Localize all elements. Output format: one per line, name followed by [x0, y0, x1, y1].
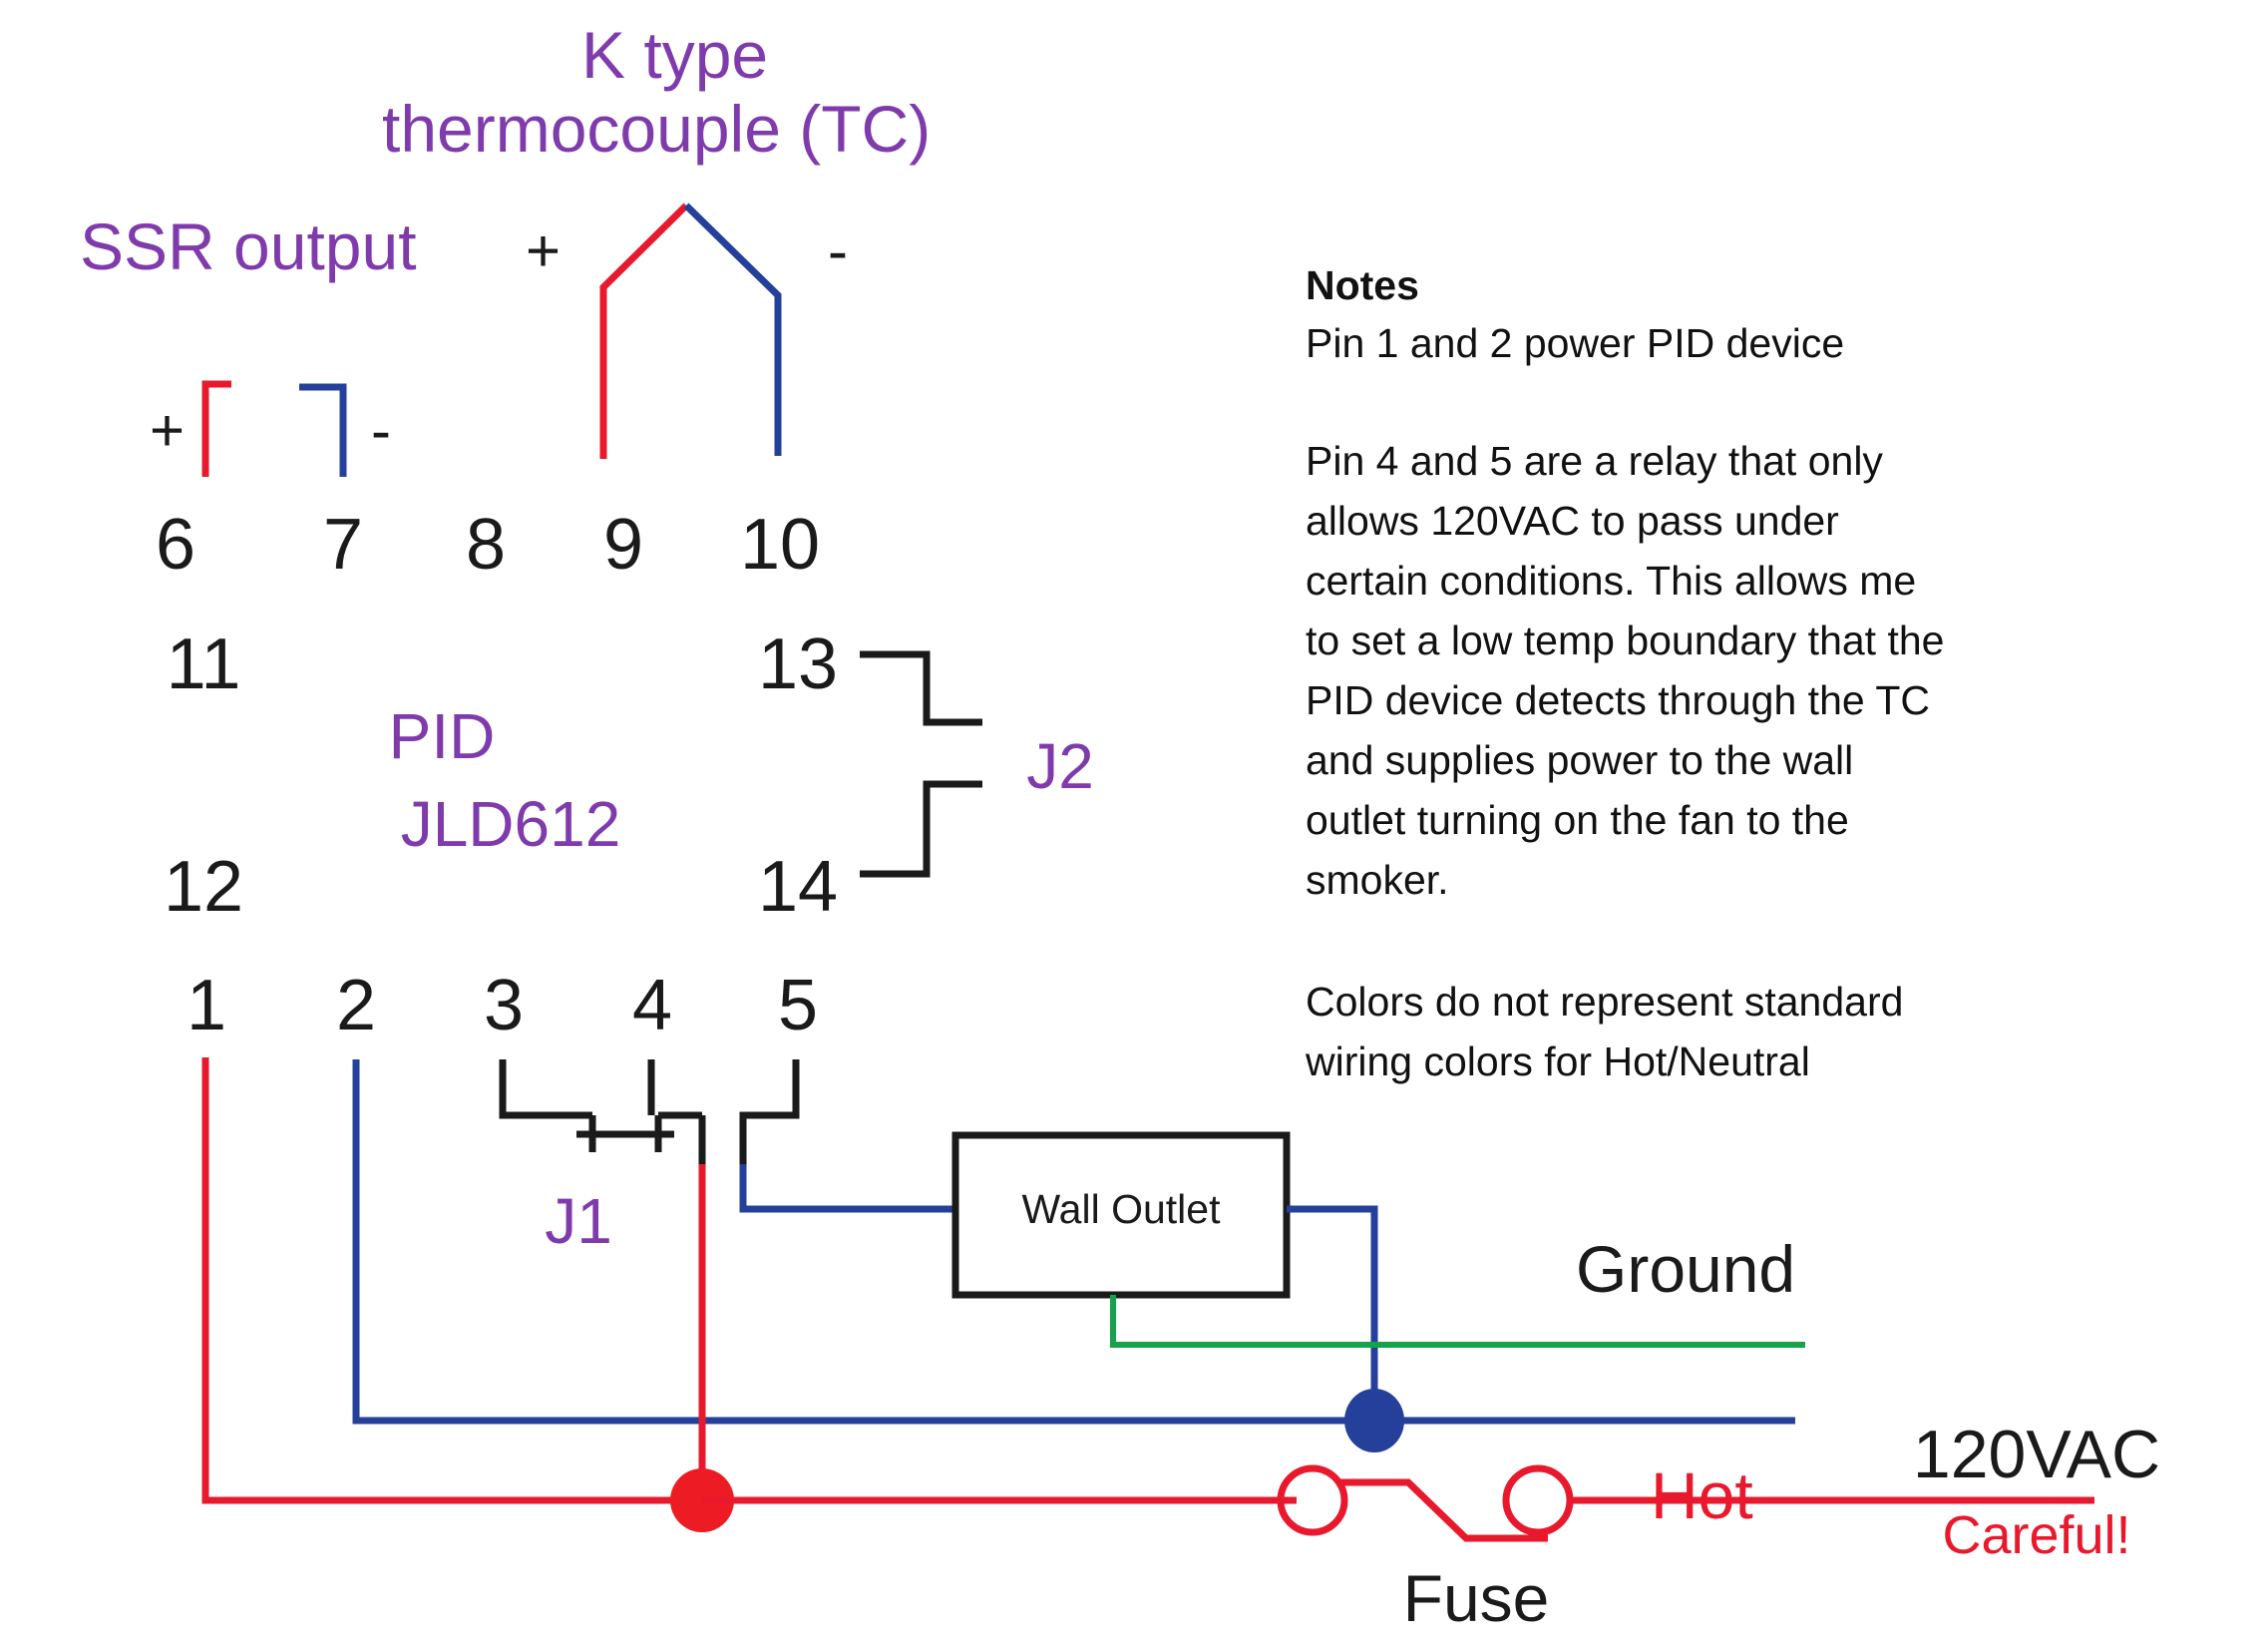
j2-jumper-upper-bracket	[860, 650, 982, 726]
fuse-left-terminal-icon	[1277, 1464, 1348, 1536]
wall-outlet-label: Wall Outlet	[1022, 1186, 1222, 1232]
neutral-rail-wire	[352, 1059, 1795, 1425]
notes-line-2: Pin 4 and 5 are a relay that only	[1306, 438, 1883, 484]
thermocouple-positive-wire	[599, 203, 689, 459]
outlet-supply-wire	[739, 1164, 955, 1213]
ssr-minus-sign: -	[371, 397, 391, 464]
ssr-plus-sign: +	[150, 397, 185, 464]
notes-line-1: Pin 1 and 2 power PID device	[1306, 320, 1844, 366]
pin-label-6: 6	[156, 505, 195, 585]
hot-rail-wire	[201, 1057, 2094, 1504]
ground-wire	[1110, 1295, 1805, 1348]
ssr-negative-wire	[299, 383, 347, 477]
thermocouple-title-line1: K type	[581, 18, 768, 92]
thermocouple-title-line2: thermocouple (TC)	[382, 92, 931, 166]
notes-line-7: and supplies power to the wall	[1306, 737, 1853, 783]
pin-label-12: 12	[164, 847, 243, 927]
pin-label-13: 13	[758, 624, 838, 704]
pin5-leg	[739, 1059, 800, 1164]
voltage-label: 120VAC	[1913, 1417, 2160, 1492]
neutral-junction-dot	[1344, 1389, 1404, 1452]
pin-label-3: 3	[484, 966, 524, 1045]
pin-label-5: 5	[778, 966, 818, 1045]
ssr-positive-wire	[201, 380, 231, 477]
j2-jumper-lower-bracket	[860, 780, 982, 878]
notes-line-4: certain conditions. This allows me	[1306, 558, 1916, 604]
pid-label-line1: PID	[389, 700, 496, 772]
thermocouple-minus-sign: -	[828, 217, 848, 284]
fuse-label: Fuse	[1403, 1561, 1550, 1635]
j2-label: J2	[1026, 730, 1094, 802]
fuse-element-wire	[1336, 1478, 1548, 1542]
notes-line-11: wiring colors for Hot/Neutral	[1305, 1038, 1810, 1084]
pin-label-14: 14	[758, 847, 838, 927]
notes-line-3: allows 120VAC to pass under	[1306, 498, 1839, 544]
notes-line-8: outlet turning on the fan to the	[1306, 797, 1849, 843]
notes-line-6: PID device detects through the TC	[1306, 677, 1930, 723]
j1-label: J1	[545, 1185, 612, 1257]
notes-line-10: Colors do not represent standard	[1306, 979, 1903, 1025]
ground-label: Ground	[1576, 1232, 1795, 1306]
pin-label-1: 1	[187, 966, 226, 1045]
pin-label-8: 8	[466, 505, 506, 585]
outlet-neutral-return-wire	[1287, 1205, 1378, 1421]
wall-outlet-box	[951, 1131, 1291, 1299]
notes-heading: Notes	[1306, 262, 1419, 308]
careful-warning-label: Careful!	[1942, 1505, 2130, 1565]
thermocouple-plus-sign: +	[526, 217, 561, 284]
pin-label-11: 11	[167, 624, 241, 704]
j1-pin3-leg	[499, 1059, 592, 1119]
pid-label-line2: JLD612	[401, 788, 621, 860]
pin-label-9: 9	[603, 505, 643, 585]
pin-label-2: 2	[336, 966, 376, 1045]
notes-line-5: to set a low temp boundary that the	[1306, 618, 1944, 663]
ssr-output-label: SSR output	[80, 209, 417, 283]
hot-label: Hot	[1651, 1458, 1753, 1532]
pin-label-4: 4	[632, 966, 672, 1045]
pin-label-10: 10	[740, 505, 820, 585]
thermocouple-negative-wire	[683, 203, 782, 456]
notes-line-9: smoker.	[1306, 857, 1449, 903]
pin-label-7: 7	[323, 505, 363, 585]
